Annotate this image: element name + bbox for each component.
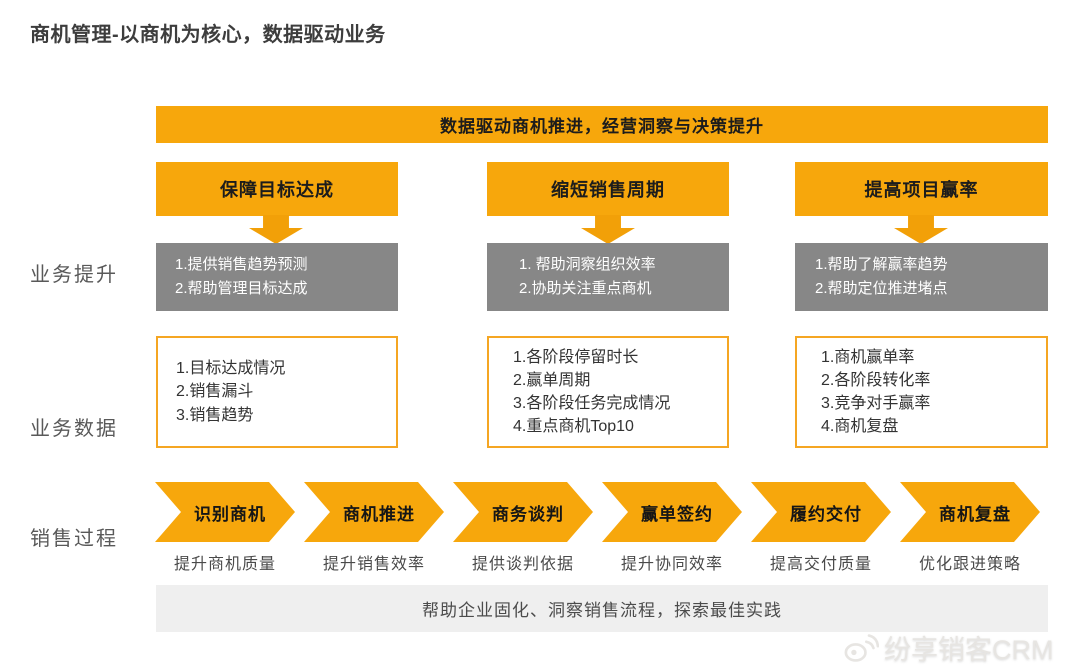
data-item: 4.商机复盘 bbox=[821, 418, 899, 436]
data-item: 1.商机赢单率 bbox=[821, 348, 915, 366]
process-step-review: 商机复盘 bbox=[900, 482, 1040, 542]
process-step-advance: 商机推进 bbox=[304, 482, 444, 542]
process-caption: 优化跟进策略 bbox=[918, 556, 1021, 573]
data-item: 4.重点商机Top10 bbox=[513, 418, 634, 436]
watermark-text: 纷享销客CRM bbox=[884, 635, 1054, 665]
benefit-box-1: 1.提供销售趋势预测 2.帮助管理目标达成 bbox=[156, 243, 398, 311]
data-item: 3.竞争对手赢率 bbox=[821, 395, 931, 412]
row-label-business-improvement: 业务提升 bbox=[30, 264, 118, 286]
process-caption-row: 提升商机质量 提升销售效率 提供谈判依据 提升协同效率 提高交付质量 优化跟进策… bbox=[155, 550, 1040, 574]
bottom-banner: 帮助企业固化、洞察销售流程，探索最佳实践 bbox=[156, 585, 1048, 632]
process-step-sign: 赢单签约 bbox=[602, 482, 742, 542]
process-step-deliver: 履约交付 bbox=[751, 482, 891, 542]
down-arrow-icon bbox=[894, 215, 948, 244]
watermark: 纷享销客CRM bbox=[843, 628, 1054, 667]
benefit-line: 1.帮助了解赢率趋势 bbox=[815, 256, 948, 273]
data-item: 2.赢单周期 bbox=[513, 371, 591, 389]
top-banner: 数据驱动商机推进，经营洞察与决策提升 bbox=[156, 106, 1048, 143]
data-item: 3.各阶段任务完成情况 bbox=[513, 395, 671, 412]
data-item: 2.销售漏斗 bbox=[176, 383, 254, 401]
process-caption: 提供谈判依据 bbox=[471, 556, 574, 573]
sales-process-row: 识别商机 商机推进 商务谈判 赢单签约 履约交付 商机复盘 bbox=[155, 482, 1040, 542]
benefit-box-3: 1.帮助了解赢率趋势 2.帮助定位推进堵点 bbox=[795, 243, 1048, 311]
data-box-1: 1.目标达成情况 2.销售漏斗 3.销售趋势 bbox=[156, 336, 398, 448]
process-caption: 提升商机质量 bbox=[173, 556, 276, 573]
benefit-line: 1.提供销售趋势预测 bbox=[175, 256, 308, 273]
benefit-line: 2.帮助定位推进堵点 bbox=[815, 280, 948, 297]
process-caption: 提升协同效率 bbox=[620, 556, 723, 573]
page-title: 商机管理-以商机为核心，数据驱动业务 bbox=[30, 24, 386, 46]
column-header-win-rate: 提高项目赢率 bbox=[795, 162, 1048, 216]
column-header-goal-achievement: 保障目标达成 bbox=[156, 162, 398, 216]
data-box-2: 1.各阶段停留时长 2.赢单周期 3.各阶段任务完成情况 4.重点商机Top10 bbox=[487, 336, 729, 448]
down-arrow-icon bbox=[581, 215, 635, 244]
process-caption: 提升销售效率 bbox=[322, 556, 425, 573]
column-header-shorten-cycle: 缩短销售周期 bbox=[487, 162, 729, 216]
data-item: 3.销售趋势 bbox=[176, 406, 254, 424]
benefit-line: 2.帮助管理目标达成 bbox=[175, 280, 308, 297]
data-item: 2.各阶段转化率 bbox=[821, 371, 931, 389]
data-item: 1.目标达成情况 bbox=[176, 360, 286, 378]
row-label-business-data: 业务数据 bbox=[30, 418, 118, 440]
benefit-line: 2.协助关注重点商机 bbox=[519, 280, 652, 297]
data-item: 1.各阶段停留时长 bbox=[513, 348, 639, 366]
row-label-sales-process: 销售过程 bbox=[30, 528, 118, 550]
down-arrow-icon bbox=[249, 215, 303, 244]
data-box-3: 1.商机赢单率 2.各阶段转化率 3.竞争对手赢率 4.商机复盘 bbox=[795, 336, 1048, 448]
benefit-line: 1. 帮助洞察组织效率 bbox=[519, 256, 656, 273]
process-step-identify: 识别商机 bbox=[155, 482, 295, 542]
process-caption: 提高交付质量 bbox=[769, 556, 872, 573]
process-step-negotiate: 商务谈判 bbox=[453, 482, 593, 542]
weibo-icon bbox=[843, 632, 879, 664]
benefit-box-2: 1. 帮助洞察组织效率 2.协助关注重点商机 bbox=[487, 243, 729, 311]
